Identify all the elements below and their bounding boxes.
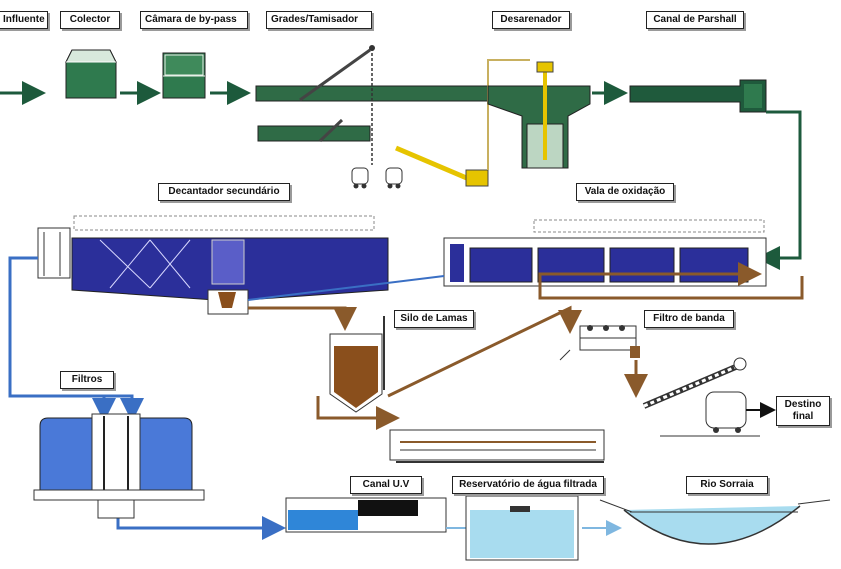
label-grit-chamber: Desarenador [492,11,570,29]
belt-filter-press [559,325,640,361]
label-final-destination-line2: final [792,411,814,422]
filtered-water-reservoir [465,495,579,561]
secondary-clarifier [37,215,389,315]
uv-channel [285,497,447,533]
label-colector: Colector [60,11,120,29]
clarified-water-lines [8,256,286,540]
sludge-silo [329,316,385,413]
screens-structure [255,45,489,189]
bypass-chamber [162,52,206,99]
label-filters: Filtros [60,371,114,389]
river-section [599,499,831,545]
pressure-filters [33,413,205,519]
label-parshall-flume: Canal de Parshall [646,11,744,29]
grit-conveyor [395,59,530,187]
label-secondary-clarifier: Decantador secundário [158,183,290,201]
ditch-to-clarifier-pipe [247,275,445,301]
label-screens: Grades/Tamisador [266,11,372,29]
label-final-destination: Destino final [776,396,830,426]
sludge-thickener-tank [389,429,605,463]
label-influente: Influente [0,11,48,29]
parshall-flume [629,79,767,113]
sludge-screw-conveyor [642,357,776,437]
label-uv-channel: Canal U.V [350,476,422,494]
colector-tank [65,49,117,99]
label-filtered-water-reservoir: Reservatório de água filtrada [452,476,604,494]
label-sludge-silo: Silo de Lamas [394,310,474,328]
sludge-lines [248,262,804,430]
label-bypass-chamber: Câmara de by-pass [140,11,248,29]
grit-chamber [487,61,591,169]
label-oxidation-ditch: Vala de oxidação [576,183,674,201]
parshall-to-oxidation-pipe [756,110,802,270]
label-river: Rio Sorraia [686,476,768,494]
oxidation-ditch [443,219,767,287]
label-final-destination-line1: Destino [784,399,822,410]
label-belt-filter: Filtro de banda [644,310,734,328]
